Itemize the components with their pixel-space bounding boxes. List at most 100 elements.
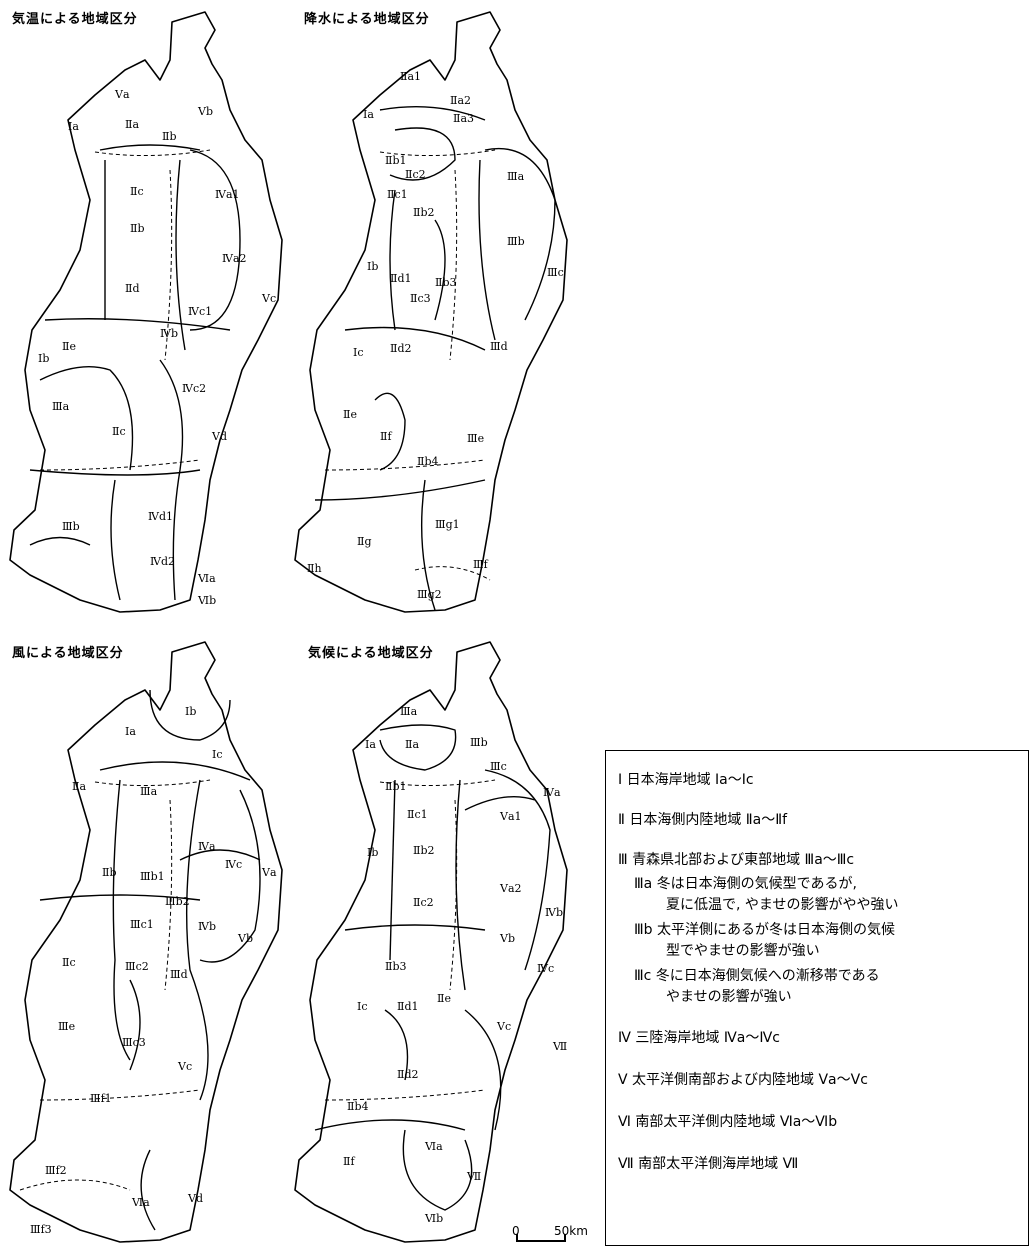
region-label: Ⅶ <box>552 1040 567 1053</box>
region-label: Ⅳc2 <box>182 382 206 395</box>
region-label: Ⅰb <box>367 260 378 273</box>
region-label: Ⅳb <box>160 327 178 340</box>
region-label: Ⅲc1 <box>130 918 154 931</box>
region-label: Ⅲb2 <box>165 895 190 908</box>
region-label: Ⅳd1 <box>148 510 173 523</box>
legend-subitem: Ⅲb 太平洋側にあるが冬は日本海側の気候 <box>634 922 895 938</box>
region-label: Ⅱh <box>307 562 322 575</box>
region-label: Ⅲb <box>507 235 525 248</box>
region-label: Ⅴb <box>237 932 253 945</box>
legend-item: Ⅱ 日本海側内陸地域 Ⅱa～Ⅱf <box>618 812 788 828</box>
region-label: Ⅴd <box>211 430 227 443</box>
region-label: Ⅱb4 <box>347 1100 369 1113</box>
region-label: Ⅱb3 <box>435 276 457 289</box>
region-label: Ⅲg1 <box>435 518 460 531</box>
region-label: Ⅴa <box>114 88 130 101</box>
region-label: Ⅱb2 <box>413 206 435 219</box>
region-label: Ⅰa <box>68 120 79 133</box>
region-label: Ⅲd <box>170 968 188 981</box>
scale-bar-tick-end <box>564 1234 566 1242</box>
region-label: Ⅱd <box>125 282 140 295</box>
region-label: Ⅲa <box>400 705 418 718</box>
map-precipitation: Ⅱa1 Ⅱa2 Ⅰa Ⅱa3 Ⅱb1 Ⅱc2 Ⅲa Ⅱc1 Ⅱb2 Ⅲb Ⅰb … <box>294 11 568 613</box>
wind-labels: Ⅰb Ⅰa Ⅰc Ⅱa Ⅲa Ⅳa Ⅳc Ⅴa Ⅱb Ⅲb1 Ⅲb2 Ⅳb Ⅲc… <box>30 705 277 1236</box>
region-label: Ⅰb <box>185 705 196 718</box>
legend-box: Ⅰ 日本海岸地域 Ⅰa～Ⅰc Ⅱ 日本海側内陸地域 Ⅱa～Ⅱf Ⅲ 青森県北部お… <box>605 750 1029 1246</box>
region-label: Ⅳc <box>225 858 242 871</box>
region-label: Ⅲc <box>547 266 564 279</box>
region-label: Ⅳa1 <box>215 188 240 201</box>
legend-item: Ⅳ 三陸海岸地域 Ⅳa～Ⅳc <box>618 1030 780 1046</box>
region-label: Ⅱc3 <box>410 292 431 305</box>
region-label: Ⅱe <box>343 408 357 421</box>
region-label: Ⅴa1 <box>499 810 522 823</box>
region-label: Ⅴb <box>197 105 213 118</box>
region-label: Ⅱc1 <box>407 808 428 821</box>
region-label: Ⅵa <box>197 572 216 585</box>
region-label: Ⅱa <box>125 118 139 131</box>
region-label: Ⅱa <box>405 738 419 751</box>
map-title-temperature: 気温による地域区分 <box>12 12 138 27</box>
legend-subitem-cont: 夏に低温で, やませの影響がやや強い <box>666 897 899 913</box>
region-label: Ⅵa <box>131 1196 150 1209</box>
region-label: Ⅴa <box>261 866 277 879</box>
region-label: Ⅳa <box>198 840 216 853</box>
region-label: Ⅱa3 <box>453 112 474 125</box>
region-label: Ⅴc <box>261 292 276 305</box>
legend-item: Ⅵ 南部太平洋側内陸地域 Ⅵa～Ⅵb <box>618 1114 838 1130</box>
region-label: Ⅱg <box>357 535 372 548</box>
map-title-wind: 風による地域区分 <box>12 646 124 661</box>
region-label: Ⅱe <box>62 340 76 353</box>
region-label: Ⅵb <box>197 594 216 607</box>
region-label: Ⅵb <box>424 1212 443 1225</box>
legend-item: Ⅴ 太平洋側南部および内陸地域 Ⅴa～Ⅴc <box>618 1072 868 1088</box>
region-label: Ⅲa <box>140 785 158 798</box>
region-label: Ⅰc <box>353 346 364 359</box>
region-label: Ⅲb1 <box>140 870 165 883</box>
region-label: Ⅳc1 <box>188 305 212 318</box>
region-label: Ⅱb2 <box>413 844 435 857</box>
region-label: Ⅰa <box>363 108 374 121</box>
region-label: Ⅰa <box>125 725 136 738</box>
region-label: Ⅳb <box>545 906 563 919</box>
region-label: Ⅱb <box>162 130 177 143</box>
region-label: Ⅲf2 <box>45 1164 67 1177</box>
region-label: Ⅲf <box>473 558 489 571</box>
region-label: Ⅵa <box>424 1140 443 1153</box>
region-label: Ⅰa <box>365 738 376 751</box>
region-label: Ⅲa <box>52 400 70 413</box>
region-label: Ⅲc2 <box>125 960 149 973</box>
scale-bar: 0 50km <box>508 1224 628 1254</box>
legend-subitem: Ⅲc 冬に日本海側気候への漸移帯である <box>634 968 880 984</box>
region-label: Ⅶ <box>466 1170 481 1183</box>
region-label: Ⅱa <box>72 780 86 793</box>
legend-subitem: Ⅲa 冬は日本海側の気候型であるが, <box>634 876 857 892</box>
region-label: Ⅲb <box>470 736 488 749</box>
region-label: Ⅳa2 <box>222 252 247 265</box>
tohoku-outline <box>9 641 283 1243</box>
region-label: Ⅴc <box>177 1060 192 1073</box>
scale-bar-tick-start <box>516 1234 518 1242</box>
region-label: Ⅲf1 <box>90 1092 112 1105</box>
scale-bar-line <box>516 1240 566 1242</box>
legend-subitem-cont: 型でやませの影響が強い <box>666 943 820 959</box>
region-label: Ⅳa <box>543 786 561 799</box>
legend-item: Ⅶ 南部太平洋側海岸地域 Ⅶ <box>618 1156 799 1172</box>
region-label: Ⅴc <box>496 1020 511 1033</box>
region-label: Ⅱb1 <box>385 780 407 793</box>
region-label: Ⅲc3 <box>122 1036 146 1049</box>
map-temperature: Ⅴa Ⅴb Ⅰa Ⅱa Ⅱb Ⅱc Ⅳa1 Ⅱb Ⅳa2 Ⅱd Ⅴc Ⅳc1 Ⅳ… <box>9 11 283 613</box>
region-label: Ⅲa <box>507 170 525 183</box>
region-label: Ⅰc <box>212 748 223 761</box>
region-label: Ⅳb <box>198 920 216 933</box>
region-label: Ⅴd <box>187 1192 203 1205</box>
region-label: Ⅱb <box>102 866 117 879</box>
map-title-climate: 気候による地域区分 <box>308 646 434 661</box>
region-label: Ⅱc <box>112 425 126 438</box>
region-label: Ⅱb1 <box>385 154 407 167</box>
region-label: Ⅱc2 <box>413 896 434 909</box>
region-label: Ⅱd2 <box>397 1068 419 1081</box>
region-label: Ⅰb <box>367 846 378 859</box>
scale-label-km: 50km <box>554 1224 588 1238</box>
region-label: Ⅲd <box>490 340 508 353</box>
